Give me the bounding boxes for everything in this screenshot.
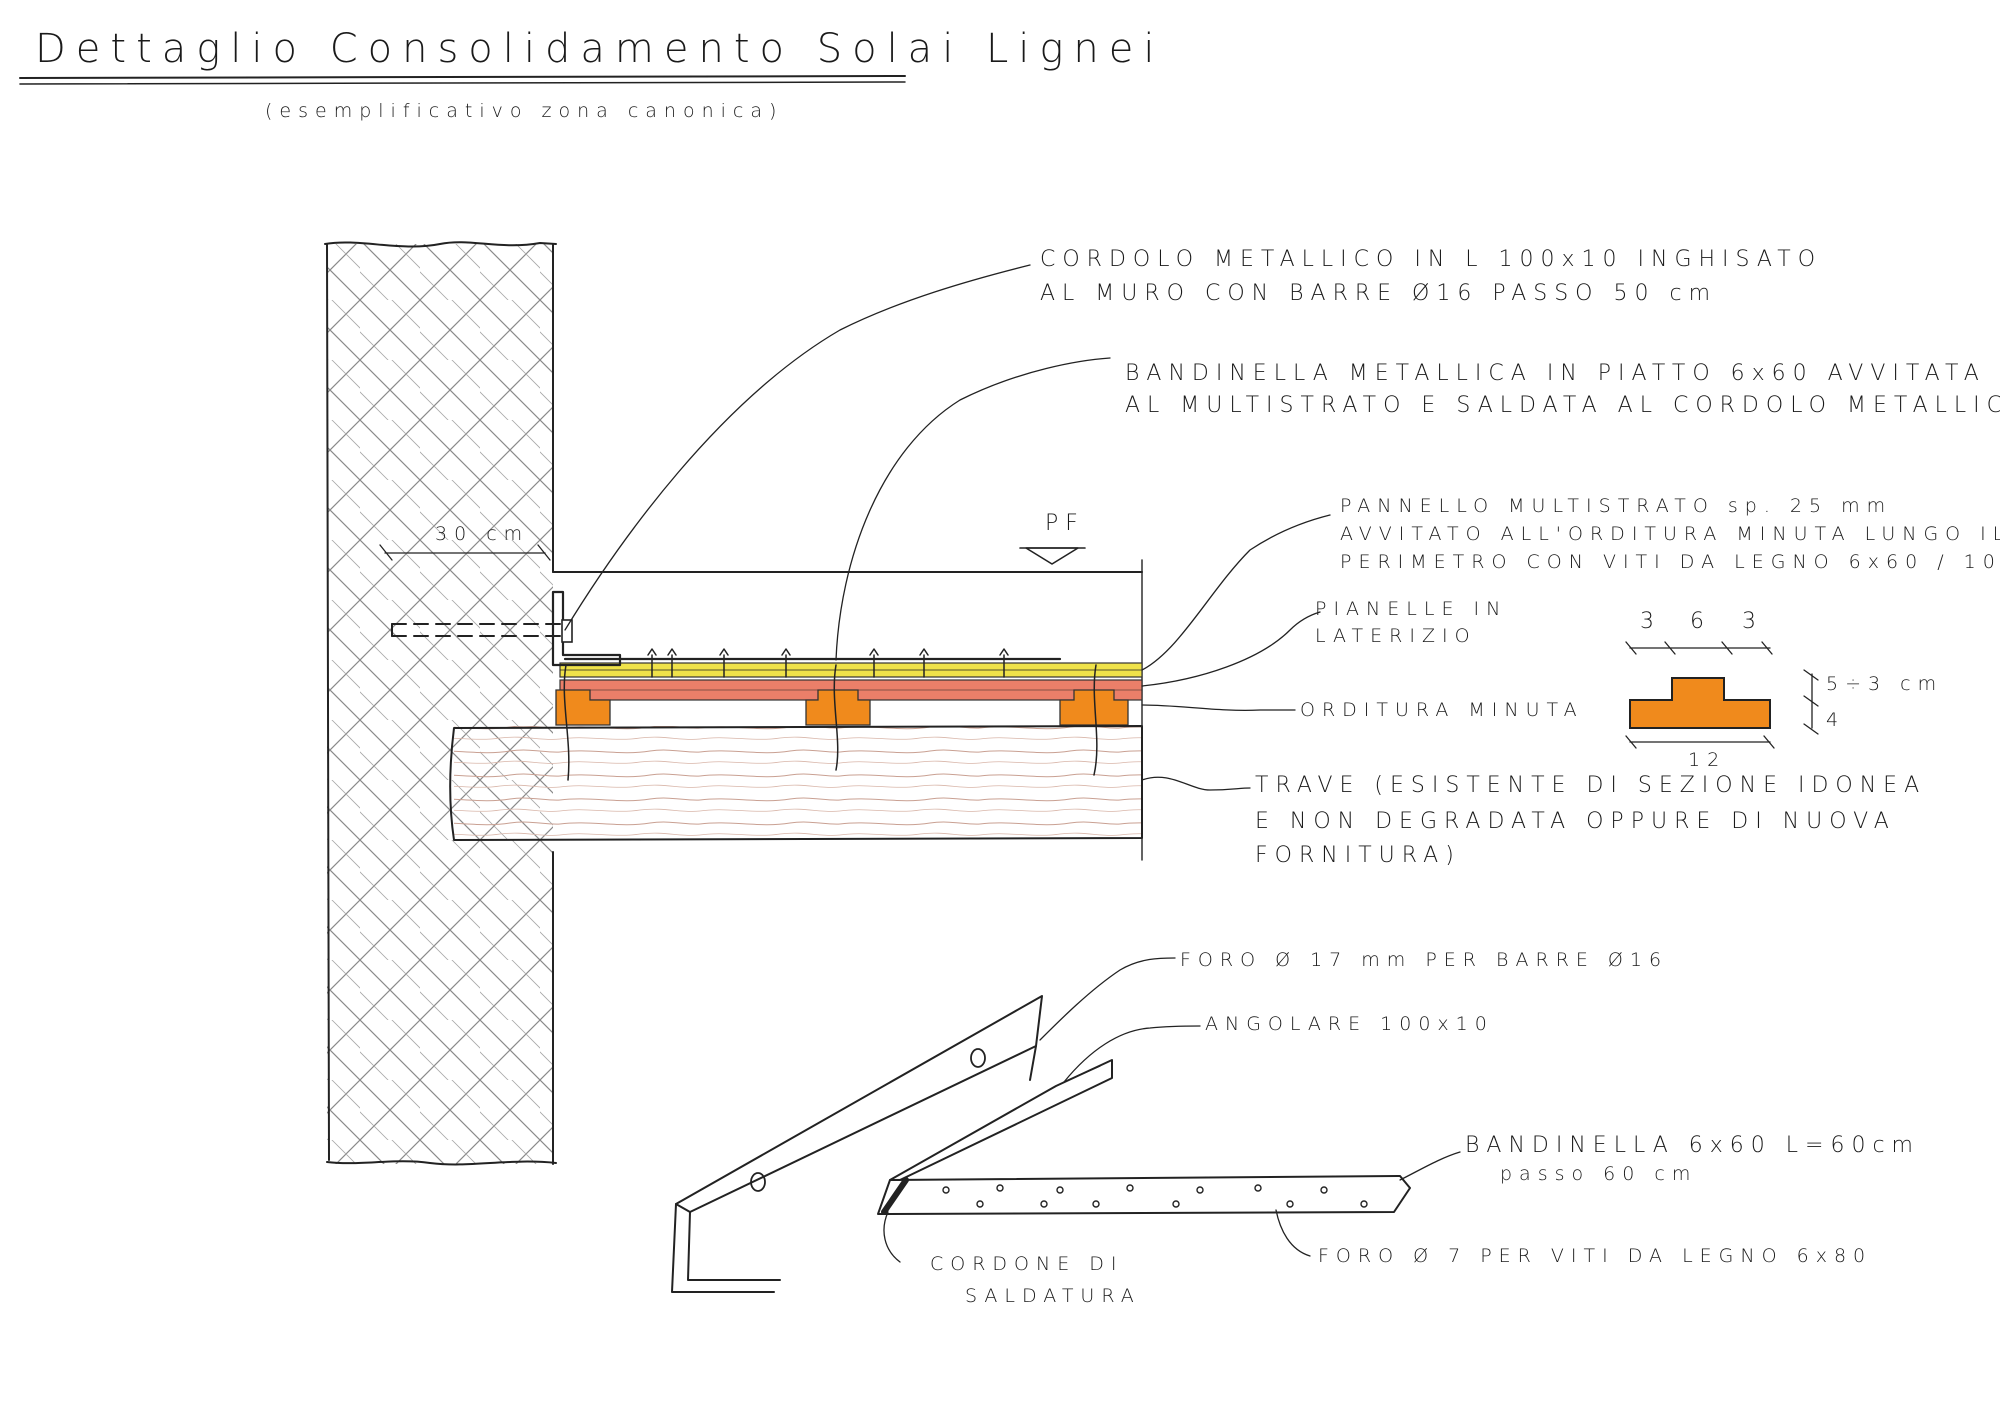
label-pannello-1: PANNELLO MULTISTRATO sp. 25 mm — [1340, 495, 1892, 517]
label-cordolo-2: AL MURO CON BARRE Ø16 PASSO 50 cm — [1040, 281, 1717, 306]
leader-trave — [1141, 776, 1251, 791]
section-dim-3b: 3 — [1742, 609, 1763, 634]
joist-2 — [805, 689, 871, 726]
label-trave-2: E NON DEGRADATA OPPURE DI NUOVA — [1255, 809, 1896, 834]
section-dim-4: 4 — [1826, 709, 1845, 731]
leader-bandinella — [835, 357, 1111, 661]
anchor-bar — [391, 623, 561, 637]
embedment-dimension-label: 30 cm — [435, 523, 529, 545]
steel-angle-cordolo — [551, 590, 622, 667]
flat-strip — [877, 1175, 1411, 1215]
label-trave-1: TRAVE (ESISTENTE DI SEZIONE IDONEA — [1255, 773, 1926, 798]
label-bandinella-detail-2: passo 60 cm — [1500, 1163, 1697, 1185]
joist-3 — [1059, 689, 1129, 726]
timber-beam — [449, 725, 1143, 841]
label-cordone-2: SALDATURA — [965, 1285, 1141, 1307]
label-bandinella-detail-1: BANDINELLA 6x60 L=60cm — [1465, 1133, 1920, 1158]
joist-1 — [555, 689, 611, 726]
weld-bead — [881, 1177, 909, 1215]
label-foro-7: FORO Ø 7 PER VITI DA LEGNO 6x80 — [1318, 1245, 1872, 1267]
masonry-wall — [324, 241, 557, 1166]
drawing-title: Dettaglio Consolidamento Solai Lignei — [35, 26, 1165, 72]
leader-pianelle — [1141, 611, 1321, 687]
label-pianelle-1: PIANELLE IN — [1315, 598, 1507, 620]
label-cordolo-1: CORDOLO METALLICO IN L 100x10 INGHISATO — [1040, 247, 1822, 272]
label-foro-17: FORO Ø 17 mm PER BARRE Ø16 — [1180, 949, 1668, 971]
embedment-dimension: 30 cm — [379, 523, 551, 561]
label-pannello-2: AVVITATO ALL'ORDITURA MINUTA LUNGO IL — [1340, 523, 2000, 545]
angle-hole-1 — [970, 1048, 986, 1068]
joists — [555, 689, 1129, 726]
annotations: CORDOLO METALLICO IN L 100x10 INGHISATO … — [1040, 247, 2000, 868]
section-dim-5-3: 5÷3 cm — [1826, 673, 1943, 695]
label-trave-3: FORNITURA) — [1255, 843, 1461, 868]
angle-hole-2 — [750, 1172, 766, 1192]
label-bandinella-2: AL MULTISTRATO E SALDATA AL CORDOLO META… — [1125, 393, 2000, 418]
label-bandinella-1: BANDINELLA METALLICA IN PIATTO 6x60 AVVI… — [1125, 361, 1986, 386]
angle-axonometric-detail: FORO Ø 17 mm PER BARRE Ø16 ANGOLARE 100x… — [671, 949, 1920, 1307]
strip-holes — [942, 1184, 1368, 1208]
leader-cordolo — [564, 264, 1031, 631]
leader-orditura — [1141, 704, 1296, 711]
floor-level-marker: PF — [1019, 511, 1086, 565]
floor-assembly: PF — [379, 511, 1143, 861]
leader-pannello — [1141, 514, 1331, 671]
label-cordone-1: CORDONE DI — [930, 1253, 1124, 1275]
section-dim-12: 12 — [1688, 749, 1726, 771]
floor-level-label: PF — [1045, 511, 1085, 536]
label-orditura: ORDITURA MINUTA — [1300, 699, 1584, 721]
section-dim-3a: 3 — [1640, 609, 1661, 634]
label-angolare: ANGOLARE 100x10 — [1205, 1013, 1494, 1035]
title-block: Dettaglio Consolidamento Solai Lignei (e… — [19, 26, 1165, 122]
leader-lines — [564, 264, 1331, 791]
drawing-subtitle: (esemplificativo zona canonica) — [265, 100, 783, 122]
joist-section-shape — [1629, 677, 1771, 729]
label-pannello-3: PERIMETRO CON VITI DA LEGNO 6x60 / 10 cm — [1340, 551, 2000, 573]
label-pianelle-2: LATERIZIO — [1315, 625, 1477, 647]
joist-section-detail: 3 6 3 12 5÷3 cm 4 — [1625, 609, 1943, 771]
screws — [563, 648, 1098, 781]
section-dim-6: 6 — [1690, 609, 1711, 634]
